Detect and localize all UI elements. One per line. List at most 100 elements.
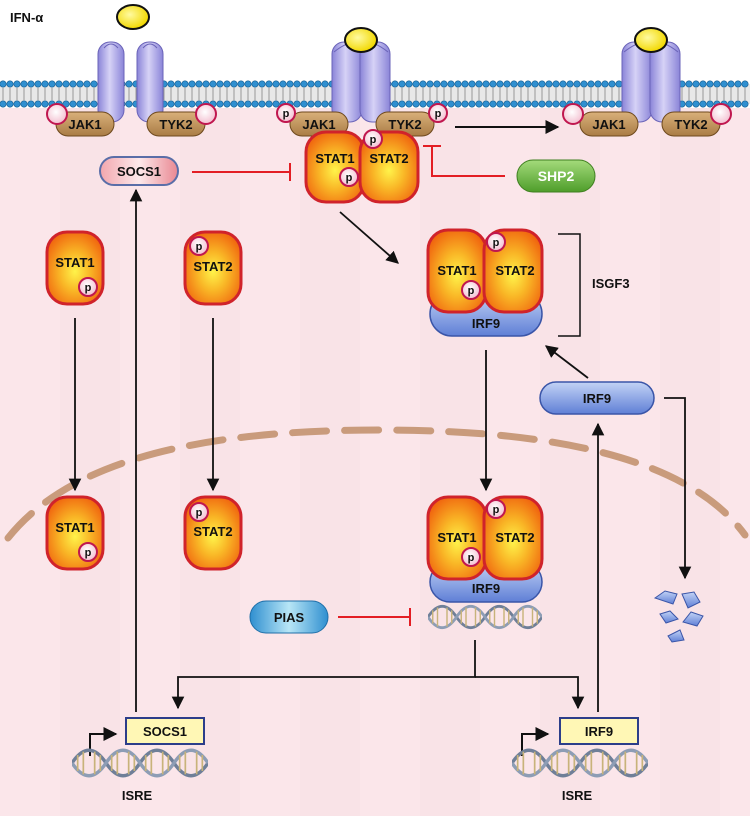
pias-inhibition xyxy=(338,608,411,626)
lipid-head xyxy=(27,80,35,88)
lipid-head xyxy=(251,100,259,108)
lipid-head xyxy=(608,100,616,108)
lipid-head xyxy=(83,100,91,108)
phospho-p-circle xyxy=(428,103,448,123)
lipid-head xyxy=(76,100,84,108)
svg-text:p: p xyxy=(85,282,92,294)
lipid-head xyxy=(489,80,497,88)
svg-text:JAK1: JAK1 xyxy=(68,117,101,132)
lipid-head xyxy=(685,80,693,88)
lipid-head xyxy=(447,80,455,88)
lipid-head xyxy=(34,80,42,88)
arrow-dimer-to-isgf3 xyxy=(339,211,399,264)
lipid-head xyxy=(48,80,56,88)
svg-text:TYK2: TYK2 xyxy=(159,117,192,132)
svg-text:TYK2: TYK2 xyxy=(674,117,707,132)
lipid-head xyxy=(573,80,581,88)
arrow-transcription-branch xyxy=(171,640,476,710)
svg-text:STAT1: STAT1 xyxy=(315,151,354,166)
lipid-head xyxy=(237,100,245,108)
phospho-p-label: p xyxy=(435,108,442,120)
lipid-head xyxy=(279,80,287,88)
lipid-head xyxy=(692,80,700,88)
lipid-head xyxy=(258,80,266,88)
phosphate-site xyxy=(195,103,217,125)
svg-text:p: p xyxy=(468,552,475,564)
lipid-head xyxy=(230,100,238,108)
phospho-p-label: p xyxy=(283,108,290,120)
lipid-head xyxy=(209,80,217,88)
svg-text:STAT2: STAT2 xyxy=(193,524,232,539)
lipid-head xyxy=(307,100,315,108)
lipid-head xyxy=(62,80,70,88)
lipid-head xyxy=(216,100,224,108)
lipid-head xyxy=(20,80,28,88)
lipid-head xyxy=(244,100,252,108)
phospho-p-circle xyxy=(276,103,296,123)
ifn-alpha-ligand-bound xyxy=(634,27,668,53)
lipid-head xyxy=(20,100,28,108)
lipid-head xyxy=(83,80,91,88)
lipid-head xyxy=(293,100,301,108)
lipid-head xyxy=(258,100,266,108)
lipid-head xyxy=(741,80,749,88)
jak1-right: JAK1 xyxy=(562,103,639,137)
gene-irf9: IRF9 xyxy=(559,717,639,745)
lipid-head xyxy=(167,80,175,88)
lipid-head xyxy=(559,80,567,88)
arrow-irf9-to-isgf3 xyxy=(544,345,589,379)
lipid-head xyxy=(265,100,273,108)
lipid-head xyxy=(468,80,476,88)
lipid-head xyxy=(706,100,714,108)
lipid-head xyxy=(685,100,693,108)
tyk2-right: TYK2 xyxy=(661,103,732,137)
svg-text:PIAS: PIAS xyxy=(274,610,305,625)
receptor-middle xyxy=(331,40,391,123)
svg-text:STAT2: STAT2 xyxy=(495,530,534,545)
arrow-transcription-branch xyxy=(475,676,585,710)
lipid-head xyxy=(265,80,273,88)
lipid-head xyxy=(412,80,420,88)
lipid-head xyxy=(587,100,595,108)
ifn-alpha-label: IFN-α xyxy=(10,10,43,25)
lipid-head xyxy=(489,100,497,108)
svg-text:p: p xyxy=(346,172,353,184)
pias-protein: PIAS xyxy=(249,600,329,634)
lipid-head xyxy=(314,80,322,88)
lipid-head xyxy=(181,100,189,108)
lipid-head xyxy=(454,100,462,108)
lipid-head xyxy=(41,100,49,108)
lipid-head xyxy=(293,80,301,88)
lipid-head xyxy=(510,100,518,108)
lipid-head xyxy=(314,100,322,108)
lipid-head xyxy=(433,80,441,88)
lipid-head xyxy=(454,80,462,88)
lipid-head xyxy=(76,80,84,88)
lipid-head xyxy=(300,100,308,108)
svg-text:p: p xyxy=(196,241,203,253)
lipid-head xyxy=(55,80,63,88)
lipid-head xyxy=(545,100,553,108)
stat2-free-cytoplasm: STAT2 p xyxy=(183,230,243,306)
lipid-head xyxy=(475,100,483,108)
lipid-head xyxy=(559,100,567,108)
lipid-head xyxy=(692,100,700,108)
lipid-head xyxy=(538,100,546,108)
svg-text:JAK1: JAK1 xyxy=(302,117,335,132)
svg-text:p: p xyxy=(370,134,377,146)
lipid-head xyxy=(461,100,469,108)
shp2-inhibition xyxy=(423,145,505,177)
lipid-head xyxy=(699,100,707,108)
lipid-head xyxy=(0,80,7,88)
stat1-nucleus: STAT1 p xyxy=(45,495,105,571)
lipid-head xyxy=(517,100,525,108)
svg-text:STAT2: STAT2 xyxy=(495,263,534,278)
lipid-head xyxy=(482,80,490,88)
lipid-head xyxy=(174,80,182,88)
lipid-head xyxy=(566,80,574,88)
lipid-head xyxy=(496,80,504,88)
lipid-head xyxy=(601,80,609,88)
nuclear-envelope xyxy=(4,426,749,542)
svg-text:STAT2: STAT2 xyxy=(193,259,232,274)
phosphate-site xyxy=(710,103,732,125)
